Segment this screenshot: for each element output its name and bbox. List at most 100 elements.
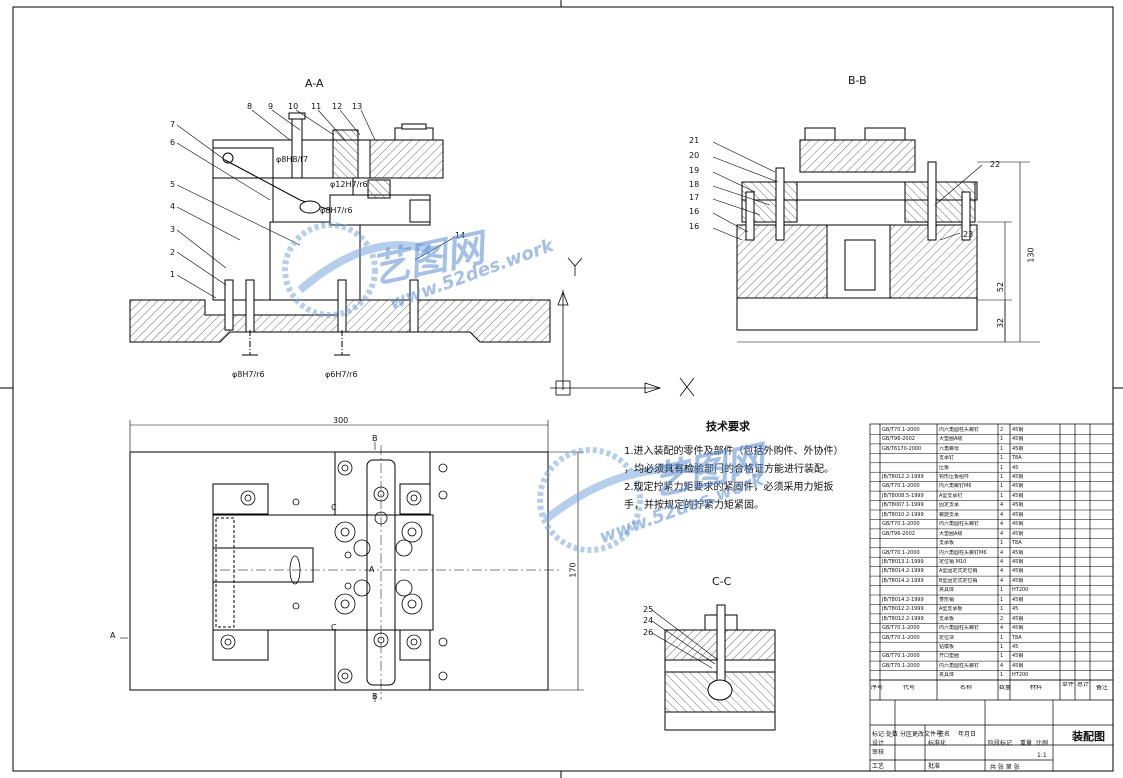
bom-cell: A型支承钉 <box>939 492 963 499</box>
bb-slot-inner <box>844 239 876 291</box>
tb-stage-label: 阶段标记 <box>988 740 1013 747</box>
bom-cell: 1 <box>1000 643 1004 650</box>
bom-cell: 45钢 <box>1012 483 1024 490</box>
plan-stub <box>212 547 314 583</box>
bom-cell: JB/T8007.1-1999 <box>882 502 924 509</box>
drill-plate-hatched <box>369 139 444 179</box>
bom-cell: 4 <box>1000 625 1004 632</box>
tb-role: 设计 <box>872 740 885 747</box>
aa-callout: 14 <box>455 231 466 240</box>
bom-cell: T8A <box>1012 634 1022 641</box>
bom-cell: 4 <box>1000 511 1004 518</box>
plan-body <box>212 514 434 631</box>
plan-left-block <box>212 483 269 515</box>
bom-cell: JB/T8010.2-1999 <box>882 511 924 518</box>
tb-role: 批准 <box>928 763 941 770</box>
aa-fit: φ8H8/f7 <box>276 155 309 164</box>
plan-width-dimension: 300 <box>333 416 349 425</box>
bom-cell: 45钢 <box>1012 436 1024 443</box>
bom-cell: 1 <box>1000 436 1004 443</box>
bom-cell: 4 <box>1000 662 1004 669</box>
aa-callout: 2 <box>170 248 176 257</box>
aa-callout: 13 <box>352 102 363 111</box>
bom-cell: 内六角圆柱头螺钉 <box>939 521 980 528</box>
locating-pin <box>409 279 419 333</box>
bb-bolt-edge <box>961 191 971 241</box>
bb-bolt-left <box>775 167 785 241</box>
bom-header-unit: 单件 <box>1062 682 1075 688</box>
bom-cell: 4 <box>1000 502 1004 509</box>
bom-cell: 支承钉 <box>939 455 955 462</box>
bom-cell: JB/T8012.2-1999 <box>882 615 924 622</box>
aa-callout: 5 <box>170 180 176 189</box>
bom-cell: 大垫圈A级 <box>939 436 963 443</box>
aa-callout: 10 <box>288 102 299 111</box>
bom-header-qty: 数量 <box>999 685 1012 691</box>
section-bb-title: B-B <box>848 74 867 87</box>
section-marker-a: A <box>110 631 116 640</box>
bb-dimension: 52 <box>996 281 1006 293</box>
cc-callout: 25 <box>643 605 654 614</box>
bom-cell: 钩形压板组件 <box>939 473 970 480</box>
bom-cell: 1 <box>1000 540 1004 547</box>
workpiece-hole <box>299 200 321 214</box>
bom-cell: 内六角螺钉M6 <box>939 483 972 490</box>
tech-requirement-line: 2.规定拧紧力矩要求的紧固件，必须采用力矩扳 <box>624 482 834 493</box>
locating-pin <box>224 279 234 331</box>
drawing-name: 装配图 <box>1072 730 1105 743</box>
bom-cell: GB/T70.1-2000 <box>882 634 920 641</box>
cc-hole <box>707 679 733 701</box>
bom-cell: JB/T8014.2-1999 <box>882 596 924 603</box>
bom-header-no: 序号 <box>871 685 884 691</box>
aa-leaders <box>176 109 456 299</box>
bom-cell: 45钢 <box>1012 511 1024 518</box>
tb-role: 审核 <box>872 749 885 756</box>
bom-cell: 45钢 <box>1012 625 1024 632</box>
bb-callout: 18 <box>689 180 700 189</box>
bom-row-lines <box>870 434 1113 681</box>
tb-rev-label: 更改文件号 <box>912 731 943 738</box>
bom-cell: GB/T70.1-2000 <box>882 549 920 556</box>
plan-height-dimension: 170 <box>568 562 578 578</box>
section-cc-title: C-C <box>712 575 732 588</box>
bom-cell: 4 <box>1000 530 1004 537</box>
bom-cell: 45钢 <box>1012 521 1024 528</box>
cc-callout: 26 <box>643 628 654 637</box>
bom-cell: 45钢 <box>1012 577 1024 584</box>
coordinate-symbol <box>550 257 695 397</box>
section-aa-view <box>129 109 551 356</box>
bom-cell: A型支承板 <box>939 606 963 613</box>
bb-callout: 20 <box>689 151 700 160</box>
bom-cell: 1 <box>1000 464 1004 471</box>
aa-fit: φ8H7/r6 <box>320 206 353 215</box>
bom-cell: 1 <box>1000 455 1004 462</box>
bom-cell: 45钢 <box>1012 558 1024 565</box>
tb-rev-label: 分区 <box>900 731 913 738</box>
bom-cell: GB/T70.1-2000 <box>882 653 920 660</box>
bom-cell: JB/T8012.2-1999 <box>882 606 924 613</box>
dowel <box>222 152 234 164</box>
cc-stud <box>716 604 726 686</box>
bom-cell: A型固定式定位销 <box>939 568 978 575</box>
bom-cell: 45钢 <box>1012 549 1024 556</box>
bb-callout: 23 <box>963 230 974 239</box>
bom-cell: 内六角圆柱头螺钉 <box>939 625 980 632</box>
bb-callout: 17 <box>689 193 700 202</box>
locating-pin <box>245 279 255 333</box>
bom-cell: GB/T70.1-2000 <box>882 426 920 433</box>
bom-cell: HT200 <box>1012 672 1029 679</box>
bb-callout: 16 <box>689 222 700 231</box>
bom-cell: 六角螺母 <box>939 445 960 452</box>
bom-header-remark: 备注 <box>1096 685 1109 691</box>
watermark-globe <box>282 222 701 553</box>
bom-cell: 螺旋支承 <box>939 511 960 518</box>
plan-dimensions <box>120 420 584 702</box>
bom-cell: 1 <box>1000 606 1004 613</box>
bb-callout: 16 <box>689 207 700 216</box>
bom-cell: 2 <box>1000 426 1004 433</box>
bom-header-total: 总计 <box>1077 682 1090 688</box>
bom-cell: 大垫圈A级 <box>939 530 963 537</box>
tb-scale: 1:1 <box>1037 752 1047 759</box>
bolt <box>291 117 303 179</box>
tb-std-label: 标准化 <box>928 740 947 747</box>
